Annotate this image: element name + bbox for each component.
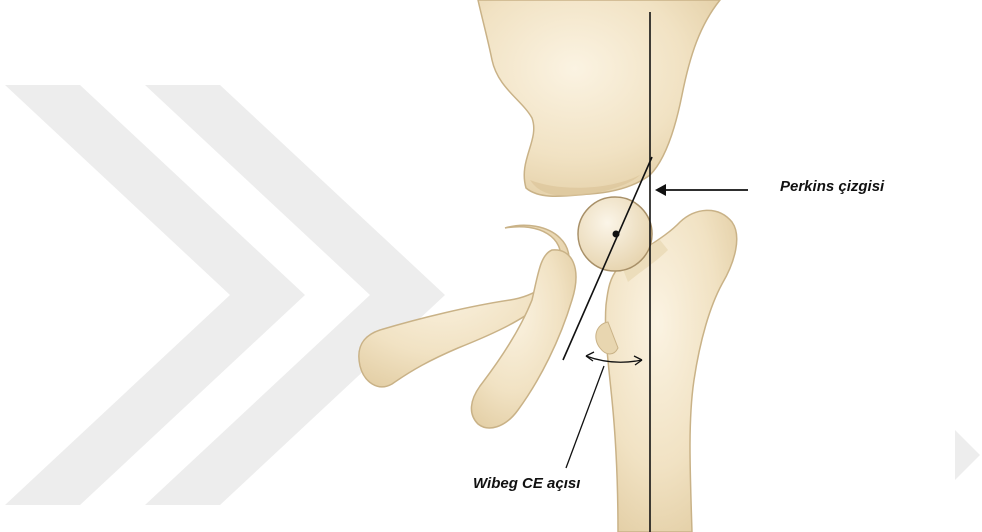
ischium-bone	[471, 250, 575, 428]
ce-angle-arrowhead-left	[586, 352, 594, 361]
wibeg-callout-line	[566, 366, 604, 468]
ilium-bone	[478, 0, 720, 196]
perkins-arrowhead	[655, 184, 666, 196]
ce-angle-label: Wibeg CE açısı	[473, 475, 580, 492]
watermark-chevrons	[5, 85, 980, 505]
perkins-line-label: Perkins çizgisi	[780, 178, 884, 195]
